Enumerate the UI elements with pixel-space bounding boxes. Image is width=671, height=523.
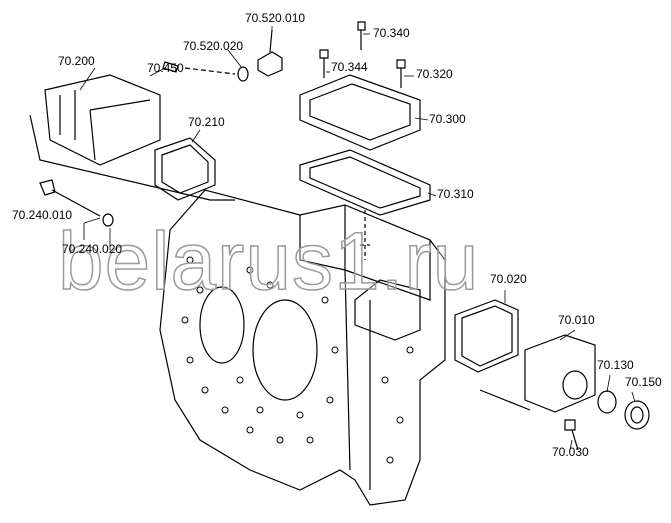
part-label: 70.344 xyxy=(331,60,368,74)
leader-lines xyxy=(79,26,636,451)
bearing-70-150 xyxy=(624,400,650,430)
part-label: 70.320 xyxy=(416,67,453,81)
top-cover-70-300 xyxy=(299,74,421,151)
part-label: 70.310 xyxy=(437,187,474,201)
part-label: 70.520.020 xyxy=(183,39,244,53)
part-label: 70.210 xyxy=(188,115,225,129)
part-label: 70.010 xyxy=(558,313,595,327)
part-label: 70.340 xyxy=(373,26,410,40)
cover-70-010 xyxy=(479,334,596,413)
part-label: 70.240.020 xyxy=(62,242,123,256)
part-label: 70.150 xyxy=(625,375,662,389)
part-label: 70.450 xyxy=(147,61,184,75)
part-label: 70.240.010 xyxy=(12,208,73,222)
gasket-70-310 xyxy=(299,149,431,216)
seal-70-130 xyxy=(597,390,617,414)
part-label: 70.030 xyxy=(552,445,589,459)
watermark: belarus1.ru xyxy=(57,215,480,308)
part-label: 70.200 xyxy=(58,54,95,68)
part-label: 70.130 xyxy=(597,358,634,372)
gasket-70-020 xyxy=(454,299,519,373)
part-label: 70.300 xyxy=(429,112,466,126)
gearbox-housing xyxy=(159,189,446,506)
sensor-70-520-010 xyxy=(184,29,283,82)
part-label: 70.520.010 xyxy=(245,11,306,25)
bolts xyxy=(39,21,579,451)
part-label: 70.020 xyxy=(490,272,527,286)
gasket-70-210 xyxy=(154,137,216,201)
hydraulic-cover-70-200 xyxy=(29,74,235,201)
